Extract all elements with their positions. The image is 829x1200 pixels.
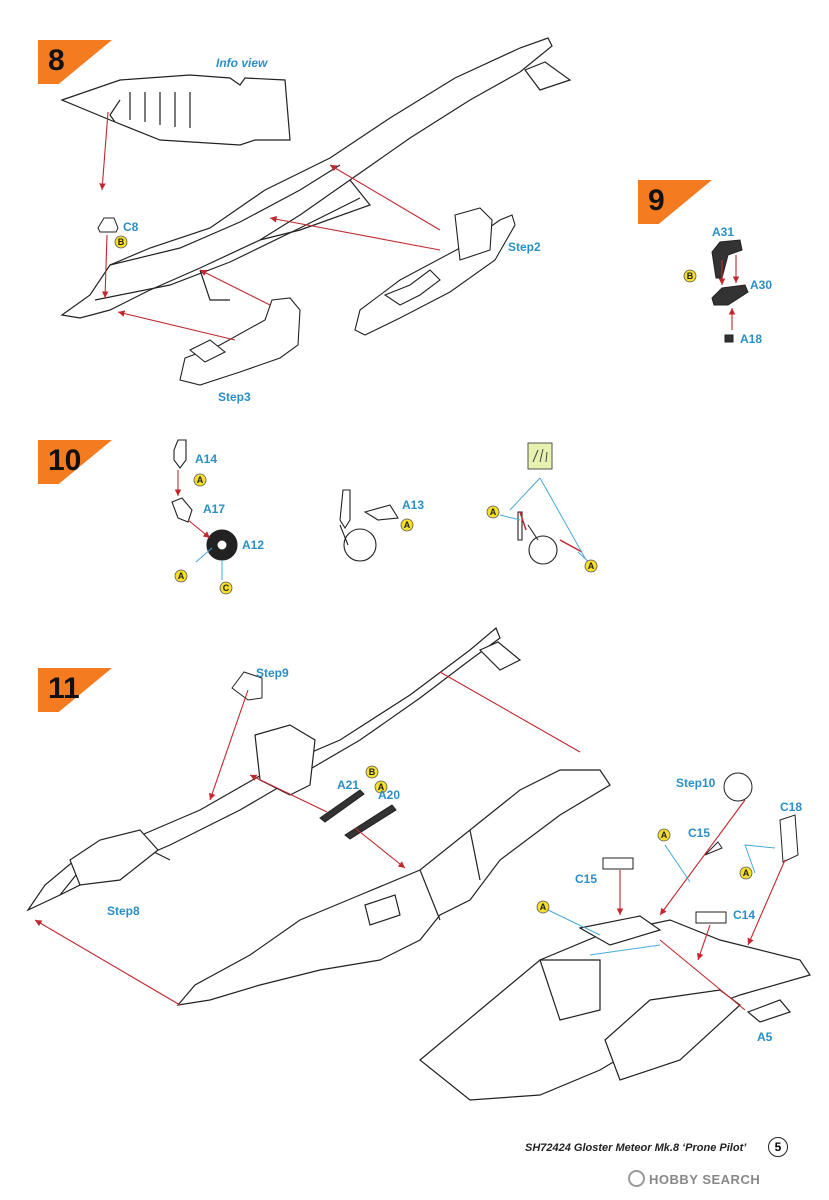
part-label-a13: A13 bbox=[402, 498, 425, 512]
step-number: 10 bbox=[48, 444, 82, 477]
paint-code-a: A bbox=[197, 475, 204, 485]
step10-gear-middle bbox=[339, 489, 399, 562]
step10-guides bbox=[195, 547, 223, 580]
step-number: 8 bbox=[48, 44, 65, 77]
paint-code-c: C bbox=[223, 583, 230, 593]
step11-arrows bbox=[34, 671, 786, 1011]
part-label-c14: C14 bbox=[733, 908, 756, 922]
step10-red-markers bbox=[519, 511, 583, 553]
part-label-a17: A17 bbox=[203, 502, 226, 516]
paint-code-a: A bbox=[588, 561, 595, 571]
step8-arrows bbox=[99, 111, 441, 341]
step8-label: Step8 bbox=[107, 904, 140, 918]
step-8-badge: 8 bbox=[38, 40, 112, 84]
kit-title: SH72424 Gloster Meteor Mk.8 ‘Prone Pilot… bbox=[525, 1142, 747, 1154]
paint-code-b: B bbox=[687, 271, 694, 281]
step10-label: Step10 bbox=[676, 776, 716, 790]
part-label-a21: A21 bbox=[337, 778, 360, 792]
part-label-a14: A14 bbox=[195, 452, 218, 466]
paint-code-a: A bbox=[378, 782, 385, 792]
step-number: 11 bbox=[48, 672, 80, 705]
paint-badge-letters: B B A A C A A A B A A A A bbox=[118, 237, 750, 912]
part-label-c8: C8 bbox=[123, 220, 139, 234]
part-label-a5: A5 bbox=[757, 1030, 773, 1044]
paint-code-a: A bbox=[661, 830, 668, 840]
step11-small-parts bbox=[602, 772, 799, 924]
step11-lower-fuselage bbox=[176, 769, 611, 1006]
step11-upper-fuselage bbox=[26, 627, 522, 912]
paint-code-b: B bbox=[118, 237, 125, 247]
step2-label: Step2 bbox=[508, 240, 541, 254]
step9-arrows bbox=[718, 255, 740, 330]
watermark-text: HOBBY SEARCH bbox=[649, 1172, 761, 1187]
info-view-label: Info view bbox=[216, 56, 268, 70]
step-10-badge: 10 bbox=[38, 440, 112, 484]
step11-guides bbox=[547, 844, 776, 956]
paint-badges bbox=[114, 235, 753, 914]
paint-code-a: A bbox=[404, 520, 411, 530]
info-view-canopy bbox=[60, 74, 291, 146]
page-number: 5 bbox=[768, 1137, 788, 1157]
step-number: 9 bbox=[648, 184, 665, 217]
paint-code-a: A bbox=[743, 868, 750, 878]
part-label-c15: C15 bbox=[575, 872, 598, 886]
step3-cockpit-assembly bbox=[179, 297, 301, 386]
step3-label: Step3 bbox=[218, 390, 251, 404]
part-label-a12: A12 bbox=[242, 538, 265, 552]
part-label-a20: A20 bbox=[378, 788, 401, 802]
step9-parts bbox=[711, 239, 749, 343]
part-label-c18: C18 bbox=[780, 800, 803, 814]
paint-code-a: A bbox=[178, 571, 185, 581]
part-label-a30: A30 bbox=[750, 278, 773, 292]
part-label-a31: A31 bbox=[712, 225, 735, 239]
watermark: HOBBY SEARCH bbox=[628, 1170, 760, 1187]
watermark-logo-icon bbox=[628, 1170, 645, 1187]
paint-code-a: A bbox=[540, 902, 547, 912]
step11-rear-section bbox=[419, 915, 811, 1101]
step10-gear-left bbox=[171, 439, 238, 561]
step9-label: Step9 bbox=[256, 666, 289, 680]
c8-part bbox=[97, 217, 119, 233]
step-11-badge: 11 bbox=[38, 668, 112, 712]
hand-icon bbox=[527, 442, 553, 470]
paint-code-a: A bbox=[490, 507, 497, 517]
part-label-a18: A18 bbox=[740, 332, 763, 346]
step8-fuselage bbox=[60, 37, 572, 319]
paint-code-b: B bbox=[369, 767, 376, 777]
step10-arrows bbox=[174, 470, 211, 539]
step2-cockpit-assembly bbox=[354, 207, 516, 336]
step-9-badge: 9 bbox=[638, 180, 712, 224]
part-label-c15: C15 bbox=[688, 826, 711, 840]
step10-gear-right bbox=[517, 511, 558, 565]
